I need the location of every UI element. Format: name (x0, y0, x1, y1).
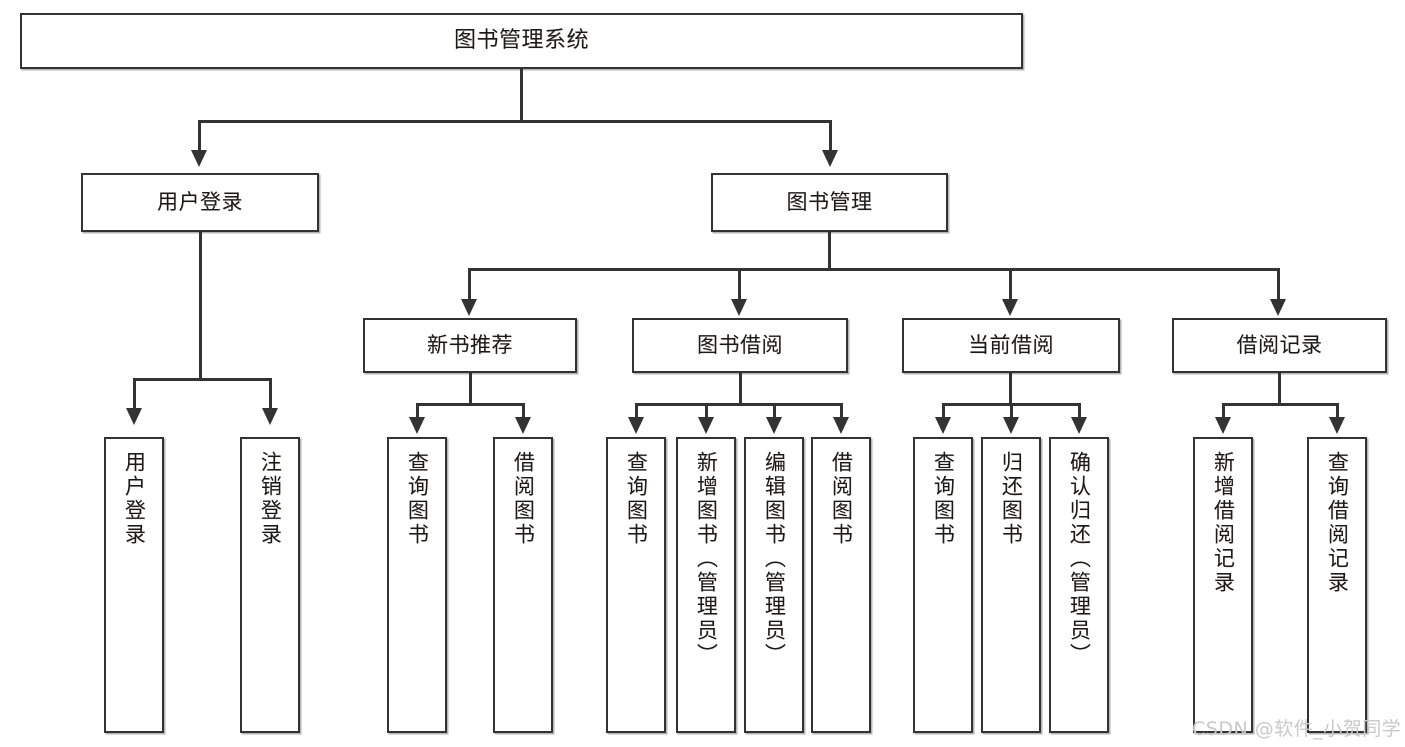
leaf-bb-add-book-admin[interactable]: 新增图书（管理员） (676, 437, 736, 733)
connector-l3-drop-4 (1277, 268, 1280, 299)
connector-root-drop-1 (198, 120, 201, 150)
node-label: 编辑图书（管理员） (762, 451, 787, 667)
connector-nbr-bus (416, 403, 524, 406)
node-label: 确认归还（管理员） (1067, 451, 1092, 667)
csdn-watermark: CSDN @软件_小贺同学 (1192, 718, 1402, 740)
connector-user-login-bus (133, 378, 271, 381)
arrow-to-bb-leaf-4 (833, 417, 849, 434)
connector-user-login-drop-2 (269, 378, 272, 408)
connector-book-manage-bus (468, 268, 1280, 271)
arrow-to-br-leaf-1 (1215, 417, 1231, 434)
connector-bb-bus (635, 403, 842, 406)
arrow-to-nbr-leaf-1 (409, 417, 425, 434)
node-label: 新增图书（管理员） (694, 451, 719, 667)
arrow-to-bb-leaf-1 (628, 417, 644, 434)
arrow-to-book-borrow (731, 299, 747, 316)
node-label: 图书管理系统 (453, 28, 589, 54)
node-user-login[interactable]: 用户登录 (81, 173, 319, 232)
arrow-to-book-manage (822, 150, 838, 167)
connector-cb-drop-3 (1078, 403, 1081, 417)
node-label: 查询图书 (624, 451, 649, 547)
arrow-to-current-borrow (1002, 299, 1018, 316)
node-label: 新增借阅记录 (1211, 451, 1236, 595)
node-root-system[interactable]: 图书管理系统 (20, 13, 1023, 69)
node-book-borrow[interactable]: 图书借阅 (632, 318, 848, 373)
connector-bb-drop-1 (635, 403, 638, 417)
leaf-cb-return-book[interactable]: 归还图书 (981, 437, 1041, 733)
arrow-to-leaf-user-login (126, 408, 142, 425)
node-label: 用户登录 (157, 190, 243, 215)
leaf-logout[interactable]: 注销登录 (240, 437, 300, 733)
connector-l3-drop-3 (1009, 268, 1012, 299)
arrow-to-bb-leaf-3 (766, 417, 782, 434)
node-label: 注销登录 (258, 451, 283, 547)
leaf-bb-query-book[interactable]: 查询图书 (606, 437, 666, 733)
node-label: 用户登录 (122, 451, 147, 547)
leaf-cb-confirm-return-admin[interactable]: 确认归还（管理员） (1049, 437, 1109, 733)
connector-cb-drop-1 (942, 403, 945, 417)
connector-l3-drop-1 (468, 268, 471, 299)
connector-br-drop-2 (1336, 403, 1339, 417)
connector-nbr-drop-2 (522, 403, 525, 417)
arrow-to-cb-leaf-3 (1071, 417, 1087, 434)
arrow-to-leaf-logout (262, 408, 278, 425)
arrow-to-cb-leaf-1 (935, 417, 951, 434)
leaf-cb-query-book[interactable]: 查询图书 (913, 437, 973, 733)
node-label: 查询图书 (405, 451, 430, 547)
connector-bb-drop-4 (840, 403, 843, 417)
connector-book-manage-stem (828, 232, 831, 270)
leaf-nbr-query-book[interactable]: 查询图书 (387, 437, 447, 733)
leaf-user-login[interactable]: 用户登录 (104, 437, 164, 733)
connector-cb-stem (1009, 373, 1012, 405)
node-label: 图书借阅 (697, 333, 783, 358)
arrow-to-br-leaf-2 (1329, 417, 1345, 434)
leaf-bb-borrow-book[interactable]: 借阅图书 (811, 437, 871, 733)
connector-nbr-drop-1 (416, 403, 419, 417)
connector-bb-drop-2 (705, 403, 708, 417)
connector-br-bus (1222, 403, 1338, 406)
connector-user-login-drop-1 (133, 378, 136, 408)
connector-nbr-stem (469, 373, 472, 405)
arrow-to-nbr-leaf-2 (515, 417, 531, 434)
node-label: 归还图书 (999, 451, 1024, 547)
arrow-to-cb-leaf-2 (1003, 417, 1019, 434)
node-new-book-recommend[interactable]: 新书推荐 (363, 318, 577, 373)
node-label: 图书管理 (786, 190, 873, 215)
connector-root-drop-2 (829, 120, 832, 150)
node-label: 查询借阅记录 (1325, 451, 1350, 595)
connector-bb-drop-3 (773, 403, 776, 417)
node-label: 新书推荐 (427, 333, 513, 358)
arrow-to-borrow-record (1270, 299, 1286, 316)
node-label: 当前借阅 (968, 333, 1054, 358)
node-book-management[interactable]: 图书管理 (711, 173, 948, 232)
arrow-to-new-book-recommend (461, 299, 477, 316)
node-label: 查询图书 (931, 451, 956, 547)
leaf-nbr-borrow-book[interactable]: 借阅图书 (493, 437, 553, 733)
connector-br-drop-1 (1222, 403, 1225, 417)
connector-br-stem (1278, 373, 1281, 405)
leaf-bb-edit-book-admin[interactable]: 编辑图书（管理员） (744, 437, 804, 733)
connector-root-stem (520, 69, 523, 121)
node-label: 借阅图书 (829, 451, 854, 547)
node-borrow-record[interactable]: 借阅记录 (1172, 318, 1387, 373)
leaf-br-query-record[interactable]: 查询借阅记录 (1307, 437, 1367, 733)
node-current-borrow[interactable]: 当前借阅 (902, 318, 1120, 373)
connector-l3-drop-2 (738, 268, 741, 299)
connector-bb-stem (739, 373, 742, 405)
arrow-to-user-login (191, 150, 207, 167)
node-label: 借阅记录 (1236, 333, 1323, 358)
node-label: 借阅图书 (511, 451, 536, 547)
connector-cb-drop-2 (1010, 403, 1013, 417)
connector-root-bus (198, 120, 832, 123)
connector-user-login-stem (199, 232, 202, 380)
leaf-br-add-record[interactable]: 新增借阅记录 (1193, 437, 1253, 733)
arrow-to-bb-leaf-2 (698, 417, 714, 434)
